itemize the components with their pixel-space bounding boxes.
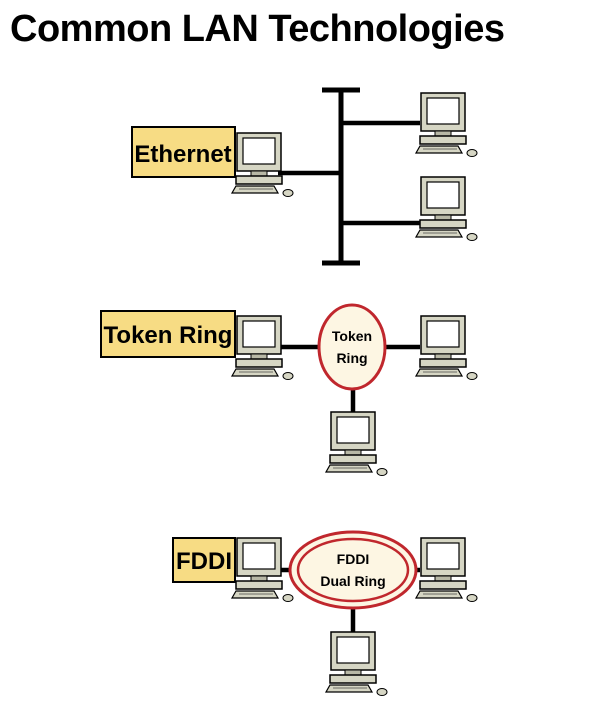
ethernet-label-box (131, 126, 236, 178)
fddi-label: FDDI (176, 548, 232, 575)
token-ring-label: Token Ring (104, 322, 233, 349)
ethernet-section: Ethernet (131, 87, 478, 266)
computer-icon (231, 132, 294, 198)
computer-icon (415, 315, 478, 381)
computer-icon (325, 631, 388, 697)
page-title: Common LAN Technologies (10, 8, 505, 50)
token-ring-hub-label-line1: Token (332, 328, 372, 344)
token-ring-hub (317, 303, 387, 391)
computer-icon (415, 92, 478, 158)
fddi-hub-label-line1: FDDI (337, 551, 370, 567)
fddi-label-box (172, 537, 236, 583)
fddi-inner-ring (296, 537, 410, 603)
computer-icon (415, 537, 478, 603)
token-ring-label-box (100, 310, 236, 358)
computer-icon (325, 411, 388, 477)
fddi-outer-ring (288, 530, 418, 610)
computer-icon (415, 176, 478, 242)
token-ring-section: Token Ring Token Ring (100, 303, 478, 477)
ethernet-label: Ethernet (134, 141, 231, 168)
token-ring-hub-label-line2: Ring (336, 350, 367, 366)
fddi-section: FDDI Dual Ring FDDI (172, 530, 478, 697)
fddi-hub-label-line2: Dual Ring (320, 573, 385, 589)
